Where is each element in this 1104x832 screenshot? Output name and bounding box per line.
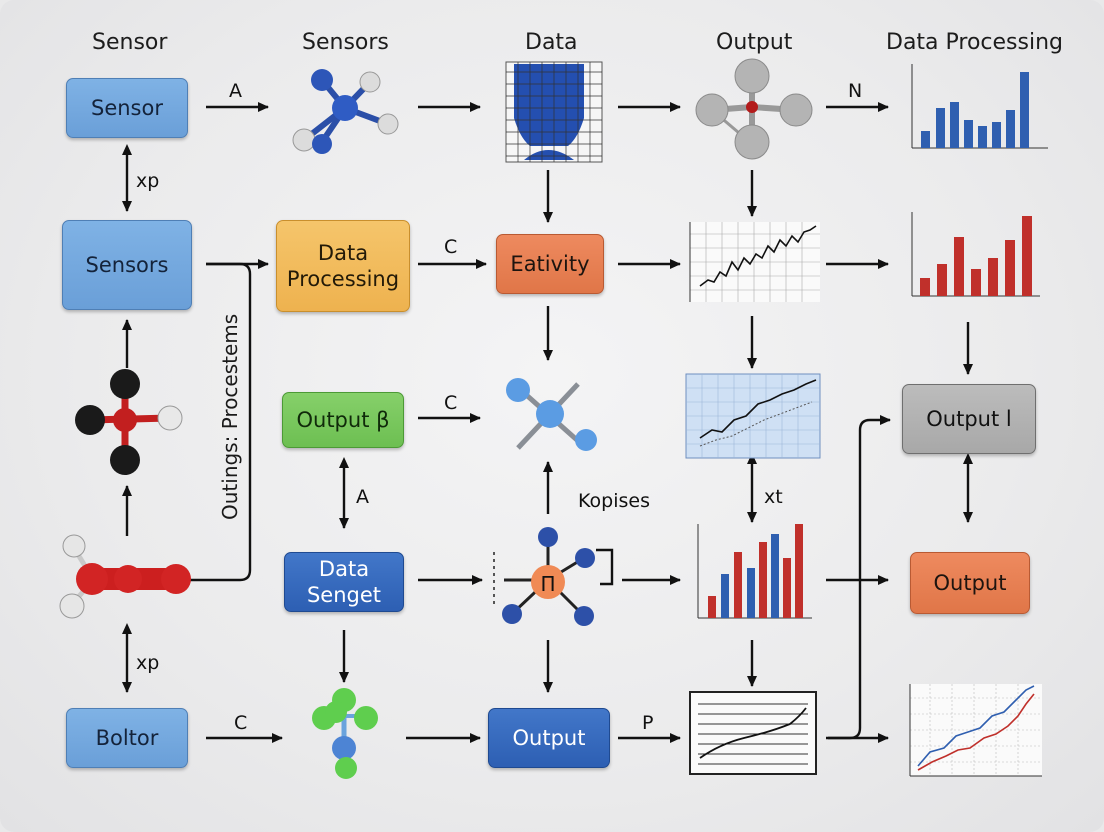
column-header-sensors: Sensors <box>302 30 389 55</box>
node-data-processing: Data Processing <box>276 220 410 312</box>
edge-label-xp-lower: xp <box>136 652 160 674</box>
bracket-to-output-l <box>828 415 891 740</box>
blue-cross-molecule-icon <box>506 378 597 451</box>
svg-text:Π: Π <box>540 572 555 596</box>
black-red-molecule-icon <box>75 369 183 475</box>
node-eativity: Eativity <box>496 234 604 294</box>
gray-molecule-icon <box>695 58 813 160</box>
edge-label-kopises: Kopises <box>578 490 650 512</box>
edge-label-c-row3: C <box>444 392 458 414</box>
two-line-chart-icon <box>909 684 1042 777</box>
red-bar-chart-icon <box>911 212 1040 297</box>
edge-label-p-bottom: P <box>642 712 654 734</box>
edge-label-n-top: N <box>848 80 863 102</box>
bracket-right <box>596 548 614 586</box>
edge-label-c-bottom: C <box>234 712 248 734</box>
blue-line-chart-icon <box>685 373 821 459</box>
node-boltor: Boltor <box>66 708 188 768</box>
node-output-blue: Output <box>488 708 610 768</box>
column-header-data: Data <box>525 30 578 55</box>
orange-center-molecule-icon: Π <box>493 527 595 626</box>
node-output-b: Output β <box>282 392 404 448</box>
node-output-l: Output l <box>902 384 1036 454</box>
node-sensors: Sensors <box>62 220 192 310</box>
column-header-data-processing: Data Processing <box>886 30 1063 55</box>
edge-label-xp-upper: xp <box>136 170 160 192</box>
node-output-orange: Output <box>910 552 1030 614</box>
node-sensor: Sensor <box>66 78 188 138</box>
blue-molecule-icon <box>292 69 399 154</box>
green-molecule-icon <box>312 688 378 779</box>
edge-label-a-top: A <box>229 80 242 102</box>
blue-grid-chart-icon <box>505 61 603 163</box>
edge-label-c-row2: C <box>444 236 458 258</box>
boxed-line-chart-icon <box>689 691 817 775</box>
node-data-senget: Data Senget <box>284 552 404 612</box>
bracket-loop <box>177 262 252 585</box>
column-header-output: Output <box>716 30 793 55</box>
red-chain-molecule-icon <box>59 534 191 619</box>
edge-label-xt: xt <box>764 486 783 508</box>
mixed-bar-chart-icon <box>697 524 812 619</box>
edge-label-a-mid: A <box>356 486 369 508</box>
side-label-outings: Outings: Procestems <box>218 313 242 520</box>
column-header-sensor: Sensor <box>92 30 168 55</box>
line-chart-icon <box>689 222 820 302</box>
blue-bar-chart-icon <box>911 64 1048 149</box>
